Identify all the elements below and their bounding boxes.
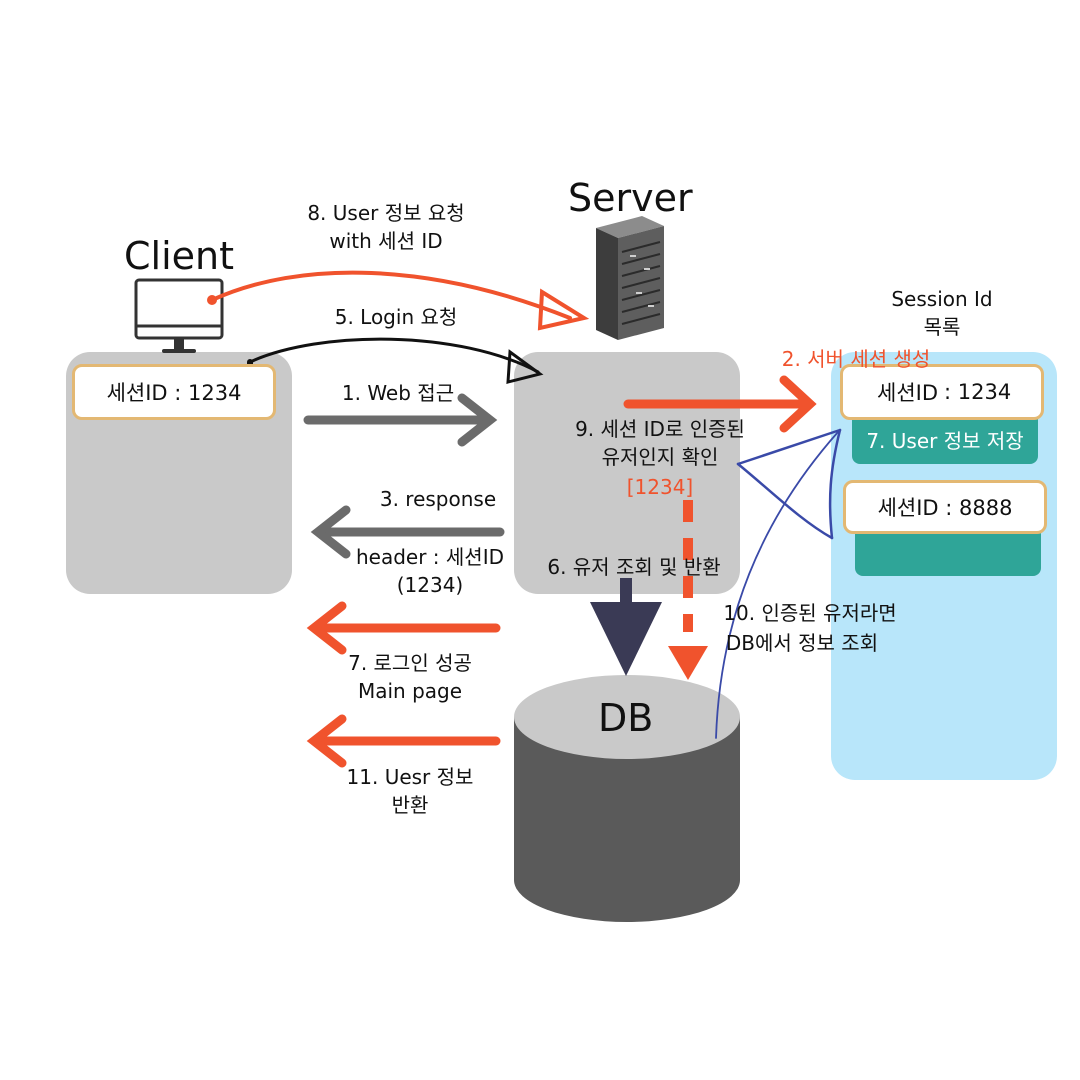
step3-label-line2: header : 세션ID [355, 545, 504, 569]
session-card-1234-prefix: 세션ID [877, 381, 939, 405]
database-icon [514, 675, 740, 922]
step3-label-line1: 3. response [379, 487, 497, 511]
step5-label: 5. Login 요청 [334, 305, 458, 329]
step11-label-line2: 반환 [391, 793, 429, 817]
server-rack-icon [596, 216, 664, 340]
arrow-response [310, 505, 505, 559]
session-store-subtitle: 목록 [923, 315, 961, 339]
step2-label: 2. 서버 세션 생성 [781, 347, 931, 371]
arrow-web-access [303, 393, 498, 447]
monitor-icon [134, 278, 224, 353]
session-store-title: Session Id [891, 287, 993, 311]
arrow-login-success [306, 601, 501, 655]
session-card-8888: 세션ID : 8888 [843, 480, 1047, 534]
session-card-1234-note: 7. User 정보 저장 [866, 429, 1024, 453]
step10-label-line1: 10. 인증된 유저라면 [723, 601, 897, 625]
step8-label-line1: 8. User 정보 요청 [307, 201, 465, 225]
arrow-user-lookup [590, 578, 662, 676]
session-card-1234-value: : 1234 [944, 380, 1012, 404]
step6-label: 6. 유저 조회 및 반환 [547, 555, 721, 579]
arrow-create-session [623, 375, 817, 433]
arrow-db-lookup-dashed [668, 500, 708, 680]
step7-label-line2: Main page [357, 679, 463, 703]
arrow-user-info-request [207, 270, 590, 331]
client-title: Client [124, 234, 235, 278]
server-check-line2: 유저인지 확인 [601, 445, 719, 469]
step3-label-line3: (1234) [396, 573, 464, 597]
server-panel [514, 352, 740, 594]
server-title: Server [568, 176, 693, 220]
db-title: DB [598, 696, 654, 740]
arrow-login-request [247, 337, 544, 384]
client-session-card: 세션ID : 1234 [72, 364, 276, 420]
session-card-1234: 세션ID : 1234 [840, 364, 1044, 420]
step8-label-line2: with 세션 ID [329, 229, 443, 253]
step11-label-line1: 11. Uesr 정보 [346, 765, 474, 789]
server-check-id: [1234] [626, 475, 694, 499]
session-card1-footer [852, 412, 1038, 464]
hand-drawn-verification [715, 428, 842, 739]
arrow-user-info-return [306, 714, 501, 768]
step10-label-line2: DB에서 정보 조회 [725, 631, 879, 655]
step7-label-line1: 7. 로그인 성공 [348, 651, 472, 675]
server-check-line1: 9. 세션 ID로 인증된 [575, 417, 745, 441]
step1-label: 1. Web 접근 [341, 381, 455, 405]
